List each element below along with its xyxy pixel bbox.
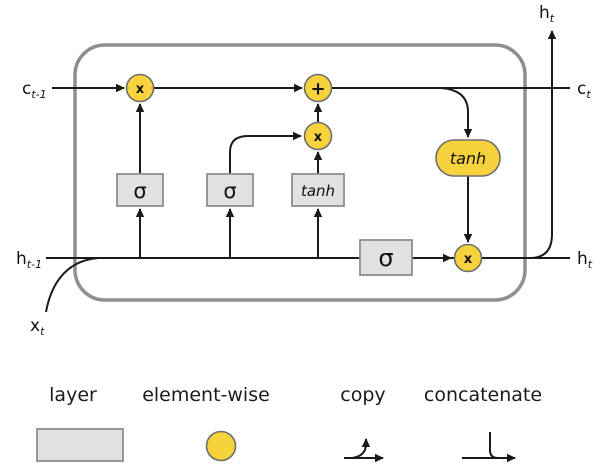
input-merge-line: [45, 257, 99, 313]
state-tanh-oval: [435, 139, 501, 177]
c-prev-label: ct-1: [22, 79, 47, 101]
state-tanh-label: tanh: [450, 149, 486, 168]
forget-gate-box: [116, 173, 164, 207]
state-add-label: +: [310, 79, 325, 100]
output-multiply-label: x: [464, 252, 473, 267]
copy-icon: [344, 438, 384, 463]
forget-multiply-circle: [125, 73, 155, 103]
hidden-state-up-branch: [529, 30, 557, 259]
legend-copy-label: copy: [340, 384, 385, 406]
input-multiply-label: x: [314, 130, 323, 145]
legend-elementwise-label: element-wise: [142, 384, 270, 406]
h-prev-label: ht-1: [16, 249, 42, 271]
state-add-circle: [303, 73, 333, 103]
legend-layer-swatch: [36, 428, 124, 462]
input-gate-to-multiply: [229, 131, 302, 174]
candidate-label: tanh: [301, 182, 335, 200]
legend-elementwise-swatch: [205, 430, 237, 462]
output-multiply-circle: [453, 243, 483, 273]
c-out-label: ct: [577, 79, 591, 101]
output-gate-label: σ: [378, 244, 393, 272]
forget-gate-label: σ: [133, 179, 146, 203]
h-out-top-label: ht: [539, 3, 555, 25]
lstm-cell-outline: [73, 43, 527, 302]
candidate-tanh-box: [291, 173, 345, 207]
input-gate-label: σ: [223, 179, 236, 203]
input-multiply-circle: [303, 121, 333, 151]
h-out-label: ht: [577, 249, 593, 271]
legend-layer-label: layer: [49, 384, 97, 406]
x-input-label: xt: [30, 316, 45, 338]
output-gate-box: [359, 239, 413, 276]
legend-concatenate-label: concatenate: [424, 384, 542, 406]
input-gate-box: [206, 173, 254, 207]
concatenate-icon: [462, 432, 516, 463]
forget-multiply-label: x: [136, 82, 145, 97]
cell-state-to-tanh: [440, 87, 473, 138]
